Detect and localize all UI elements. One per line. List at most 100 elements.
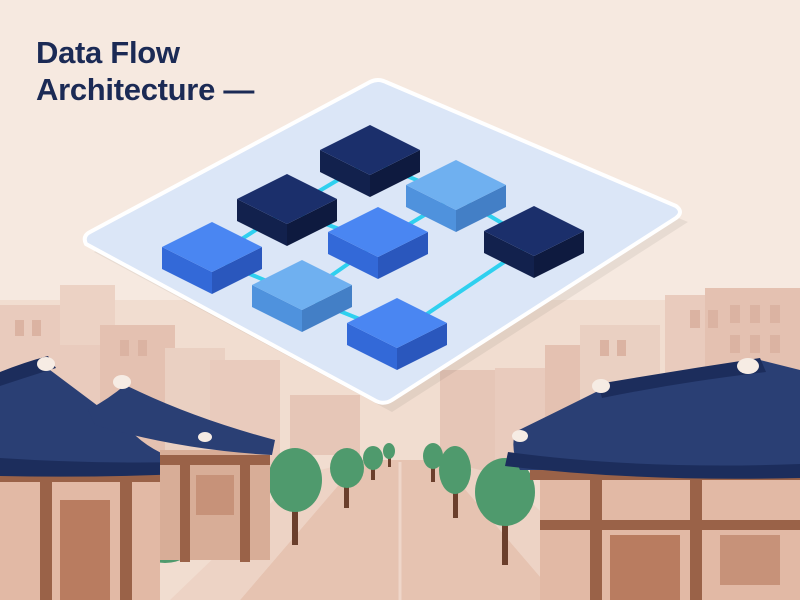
window (750, 305, 760, 323)
building (290, 395, 360, 455)
title-line-1: Data Flow (36, 35, 180, 70)
block-top-face (347, 298, 447, 348)
block-right-face (456, 185, 506, 232)
hanok-window (720, 535, 780, 585)
block-top-face (484, 206, 584, 256)
tree-canopy (363, 446, 383, 470)
hanok-middle (88, 375, 275, 562)
window (15, 320, 24, 336)
data-block (406, 160, 506, 232)
window (690, 310, 700, 328)
tree-trunk (371, 462, 375, 480)
tree (268, 448, 322, 545)
block-left-face (237, 199, 287, 246)
block-right-face (378, 232, 428, 279)
tree-canopy (268, 448, 322, 512)
block-top-face (252, 260, 352, 310)
block-right-face (370, 150, 420, 197)
hanok-post (120, 480, 132, 600)
hanok-roof (88, 385, 275, 455)
tree-trunk (292, 490, 298, 545)
block-right-face (302, 285, 352, 332)
hanok-post (180, 462, 190, 562)
page-title: Data Flow Architecture — (36, 34, 254, 108)
block-left-face (162, 247, 212, 294)
tree-trunk (344, 478, 349, 508)
tree-canopy (439, 446, 471, 494)
data-block (328, 207, 428, 279)
tree (439, 446, 471, 518)
block-top-face (237, 174, 337, 224)
data-block (484, 206, 584, 278)
tree-canopy (475, 458, 535, 526)
roof-ornament (37, 357, 55, 371)
title-line-2: Architecture — (36, 72, 255, 107)
block-top-face (406, 160, 506, 210)
hanok-roof-ridge (598, 358, 766, 398)
hanok-post (690, 478, 702, 600)
window (750, 335, 760, 353)
window (617, 340, 626, 356)
data-block (252, 260, 352, 332)
hanok-roof-eave (505, 452, 800, 479)
tree (475, 458, 535, 565)
window (708, 310, 718, 328)
window (770, 305, 780, 323)
window (730, 335, 740, 353)
block-left-face (484, 231, 534, 278)
roof-ornament (512, 430, 528, 442)
block-right-face (212, 247, 262, 294)
tree-canopy (330, 448, 364, 488)
hanok-roof-eave (0, 458, 185, 477)
block-left-face (347, 323, 397, 370)
window (32, 320, 41, 336)
data-block (162, 222, 262, 294)
building-windows (15, 305, 780, 356)
block-left-face (252, 285, 302, 332)
block-left-face (320, 150, 370, 197)
roof-ornament (113, 375, 131, 389)
tree (330, 448, 364, 508)
tree (363, 446, 383, 480)
hanok-post (590, 478, 602, 600)
block-left-face (328, 232, 378, 279)
hanok-post (40, 480, 52, 600)
tree (423, 443, 443, 482)
block-top-face (162, 222, 262, 272)
data-block (320, 125, 420, 197)
data-blocks (162, 125, 584, 370)
hanok-door (610, 535, 680, 600)
tree-trunk (453, 478, 458, 518)
hanok-beam (160, 455, 270, 465)
block-right-face (534, 231, 584, 278)
roof-ornament (198, 432, 212, 442)
tree (383, 443, 395, 467)
hanok-beam (540, 520, 800, 530)
hanok-right (505, 358, 800, 600)
tree-trunk (431, 462, 435, 482)
data-block (347, 298, 447, 370)
block-top-face (320, 125, 420, 175)
tree-trunk (388, 455, 391, 467)
window (770, 335, 780, 353)
window (730, 305, 740, 323)
roof-ornament (737, 358, 759, 374)
block-right-face (397, 323, 447, 370)
tree-trunk (502, 505, 508, 565)
tree-canopy (383, 443, 395, 459)
hanok-post (240, 462, 250, 562)
block-right-face (287, 199, 337, 246)
hanok-roof (513, 360, 800, 470)
block-left-face (406, 185, 456, 232)
window (600, 340, 609, 356)
window (138, 340, 147, 356)
window (120, 340, 129, 356)
tree-canopy (423, 443, 443, 469)
data-block (237, 174, 337, 246)
hanok-door (60, 500, 110, 600)
block-top-face (328, 207, 428, 257)
hanok-left (0, 356, 185, 600)
hanok-window (196, 475, 234, 515)
